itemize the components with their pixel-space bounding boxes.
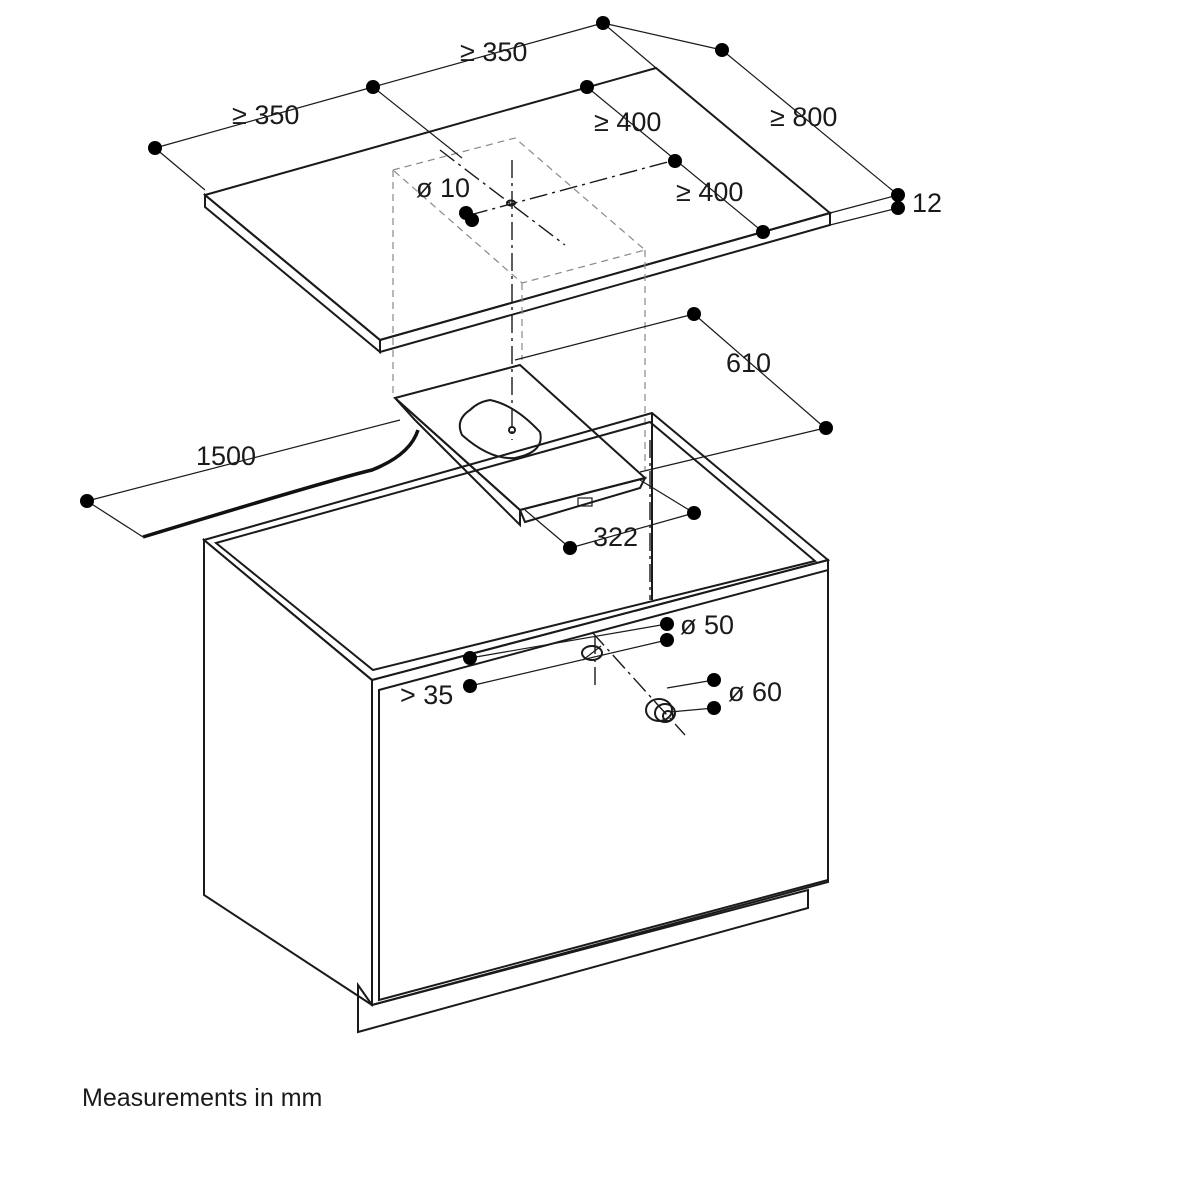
dimension-dot [596, 16, 610, 30]
label-side-clearance-1: ≥ 350 [460, 37, 527, 67]
dimension-dot [660, 633, 674, 647]
dimension-dot [463, 679, 477, 693]
dimension-dots [80, 16, 905, 715]
dimension-dot [715, 43, 729, 57]
label-front-offset: > 35 [400, 680, 453, 710]
dimension-dot [891, 201, 905, 215]
drain-connector [645, 698, 676, 723]
dimension-dot [563, 541, 577, 555]
dimension-dot [148, 141, 162, 155]
dimension-dot [366, 80, 380, 94]
center-axes [439, 149, 686, 736]
dimension-dot [80, 494, 94, 508]
label-cable-length: 1500 [196, 441, 256, 471]
label-worktop-thickness: 12 [912, 188, 942, 218]
dimension-dot [819, 421, 833, 435]
hole-marker [506, 199, 516, 207]
label-drain-diameter: ø 60 [728, 677, 782, 707]
cabinet [201, 411, 831, 1034]
dimension-dot [756, 225, 770, 239]
power-cable [142, 429, 420, 539]
dimension-dot [463, 651, 477, 665]
label-cable-hole: ø 50 [680, 610, 734, 640]
label-hole-offset: ≥ 400 [676, 177, 743, 207]
label-unit-depth: 610 [726, 348, 771, 378]
dimension-dot [707, 673, 721, 687]
label-unit-width: 322 [593, 522, 638, 552]
label-hole-diameter: ø 10 [416, 173, 470, 203]
cable-hole [581, 645, 603, 661]
label-side-clearance-2: ≥ 350 [232, 100, 299, 130]
dimension-dot [660, 617, 674, 631]
cutout-outline [392, 137, 647, 470]
dimension-dot [465, 213, 479, 227]
dimension-dot [891, 188, 905, 202]
measurements-caption: Measurements in mm [82, 1084, 323, 1112]
label-rear-clearance: ≥ 400 [594, 107, 661, 137]
dimension-dot [707, 701, 721, 715]
dimension-dot [580, 80, 594, 94]
dimension-dot [668, 154, 682, 168]
dimension-dot [687, 307, 701, 321]
label-depth: ≥ 800 [770, 102, 837, 132]
hob-module [392, 363, 648, 528]
dimension-dot [687, 506, 701, 520]
